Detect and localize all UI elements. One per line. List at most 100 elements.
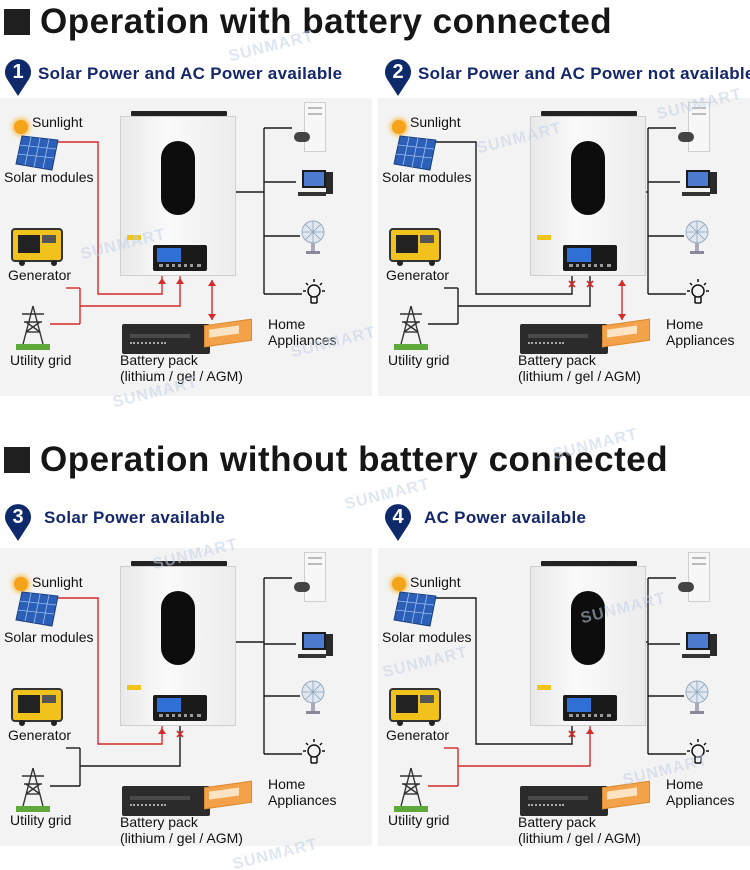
- sun-icon: [14, 120, 28, 134]
- warning-label: [127, 685, 141, 690]
- lcd-buttons: [159, 264, 201, 268]
- solar-modules-label: Solar modules: [382, 169, 472, 185]
- battery-indicators: [528, 804, 564, 807]
- arrow-up-icon: [158, 728, 166, 734]
- panel-2-heading: Solar Power and AC Power not available: [418, 64, 750, 83]
- generator-icon: [8, 223, 66, 267]
- sunlight-label: Sunlight: [32, 574, 83, 590]
- solar-wire: [432, 597, 573, 745]
- generator-icon: [386, 223, 444, 267]
- agm-label-patch: [607, 325, 637, 338]
- inverter-handle: [131, 561, 227, 566]
- lcd-screen: [567, 248, 591, 262]
- solar-modules-label: Solar modules: [382, 629, 472, 645]
- inverter-icon: [120, 561, 236, 726]
- badge-number: 3: [12, 506, 24, 528]
- battery-types-label: (lithium / gel / AGM): [120, 830, 243, 846]
- appliances-label: Appliances: [666, 792, 735, 808]
- warning-label: [127, 235, 141, 240]
- computer-icon: [296, 630, 334, 660]
- battery-pack-label: Battery pack: [120, 814, 198, 830]
- battery-icon: [520, 324, 608, 354]
- sunlight-label: Sunlight: [32, 114, 83, 130]
- badge-number: 2: [392, 61, 404, 83]
- battery-icon: [122, 324, 210, 354]
- arrow-up-icon: [176, 278, 184, 284]
- solar-wire: [54, 597, 163, 745]
- utility-grid-label: Utility grid: [388, 812, 450, 828]
- battery-icon: [122, 786, 210, 816]
- appliances-label: Appliances: [666, 332, 735, 348]
- solar-modules-label: Solar modules: [4, 169, 94, 185]
- ac-input-wire: [458, 726, 591, 767]
- inverter-handle: [131, 111, 227, 116]
- solar-wire: [432, 141, 573, 295]
- bullet-square: [4, 447, 30, 473]
- solar-modules-label: Solar modules: [4, 629, 94, 645]
- battery-pack-label: Battery pack: [120, 352, 198, 368]
- appliances-label: Appliances: [268, 792, 337, 808]
- panel-2-number-badge: 2: [384, 59, 412, 97]
- inverter-icon: [530, 111, 646, 276]
- battery-icon: [520, 786, 608, 816]
- utility-grid-label: Utility grid: [388, 352, 450, 368]
- double-arrow-icon: [618, 280, 626, 286]
- badge-number: 1: [12, 61, 24, 83]
- light-bulb-icon: [684, 278, 712, 308]
- panel-3-heading: Solar Power available: [44, 508, 226, 527]
- air-conditioner-icon: [688, 102, 710, 152]
- ac-input-wire: [458, 276, 591, 307]
- section-title-battery-connected: Operation with battery connected: [4, 0, 612, 44]
- inverter-lcd: [563, 245, 617, 271]
- inverter-icon: [120, 111, 236, 276]
- fan-icon: [300, 680, 326, 714]
- battery-pack-label: Battery pack: [518, 352, 596, 368]
- warning-label: [537, 685, 551, 690]
- generator-label: Generator: [386, 727, 450, 743]
- air-conditioner-icon: [688, 552, 710, 602]
- ac-input-wire: [80, 726, 181, 767]
- wiring-diagram: [428, 127, 686, 325]
- camera-icon: [678, 132, 694, 142]
- section-title-text: Operation with battery connected: [40, 2, 613, 41]
- ac-grill: [308, 107, 322, 115]
- generator-icon: [8, 683, 66, 727]
- air-conditioner-icon: [304, 552, 326, 602]
- sunlight-label: Sunlight: [410, 574, 461, 590]
- battery-types-label: (lithium / gel / AGM): [120, 368, 243, 384]
- light-bulb-icon: [300, 738, 328, 768]
- cross-mark-icon: [568, 280, 576, 288]
- section-title-text: Operation without battery connected: [40, 440, 669, 479]
- inverter-window: [571, 591, 605, 665]
- agm-label-patch: [607, 787, 637, 800]
- home-label: Home: [268, 316, 306, 332]
- warning-label: [537, 235, 551, 240]
- inverter-window: [161, 591, 195, 665]
- power-tower-icon: [394, 766, 428, 812]
- lcd-screen: [157, 698, 181, 712]
- solar-panel-icon: [392, 590, 438, 628]
- section-title-no-battery: Operation without battery connected: [4, 438, 668, 482]
- inverter-lcd: [153, 695, 207, 721]
- inverter-handle: [541, 111, 637, 116]
- cross-mark-icon: [568, 730, 576, 738]
- arrow-up-icon: [586, 728, 594, 734]
- lcd-screen: [567, 698, 591, 712]
- power-tower-icon: [394, 304, 428, 350]
- camera-icon: [294, 132, 310, 142]
- wiring-diagram: [50, 127, 302, 325]
- sunlight-label: Sunlight: [410, 114, 461, 130]
- agm-label-patch: [209, 787, 239, 800]
- ac-grill: [692, 107, 706, 115]
- battery-stripe: [528, 334, 588, 338]
- solar-panel-icon: [14, 134, 60, 172]
- double-arrow-icon: [618, 314, 626, 320]
- battery-stripe: [130, 334, 190, 338]
- panel-4-heading: AC Power available: [424, 508, 587, 527]
- wiring-diagram: [428, 577, 686, 787]
- battery-indicators: [528, 342, 564, 345]
- computer-icon: [680, 168, 718, 198]
- panel-1-heading: Solar Power and AC Power available: [38, 64, 343, 83]
- solar-wire: [54, 141, 163, 295]
